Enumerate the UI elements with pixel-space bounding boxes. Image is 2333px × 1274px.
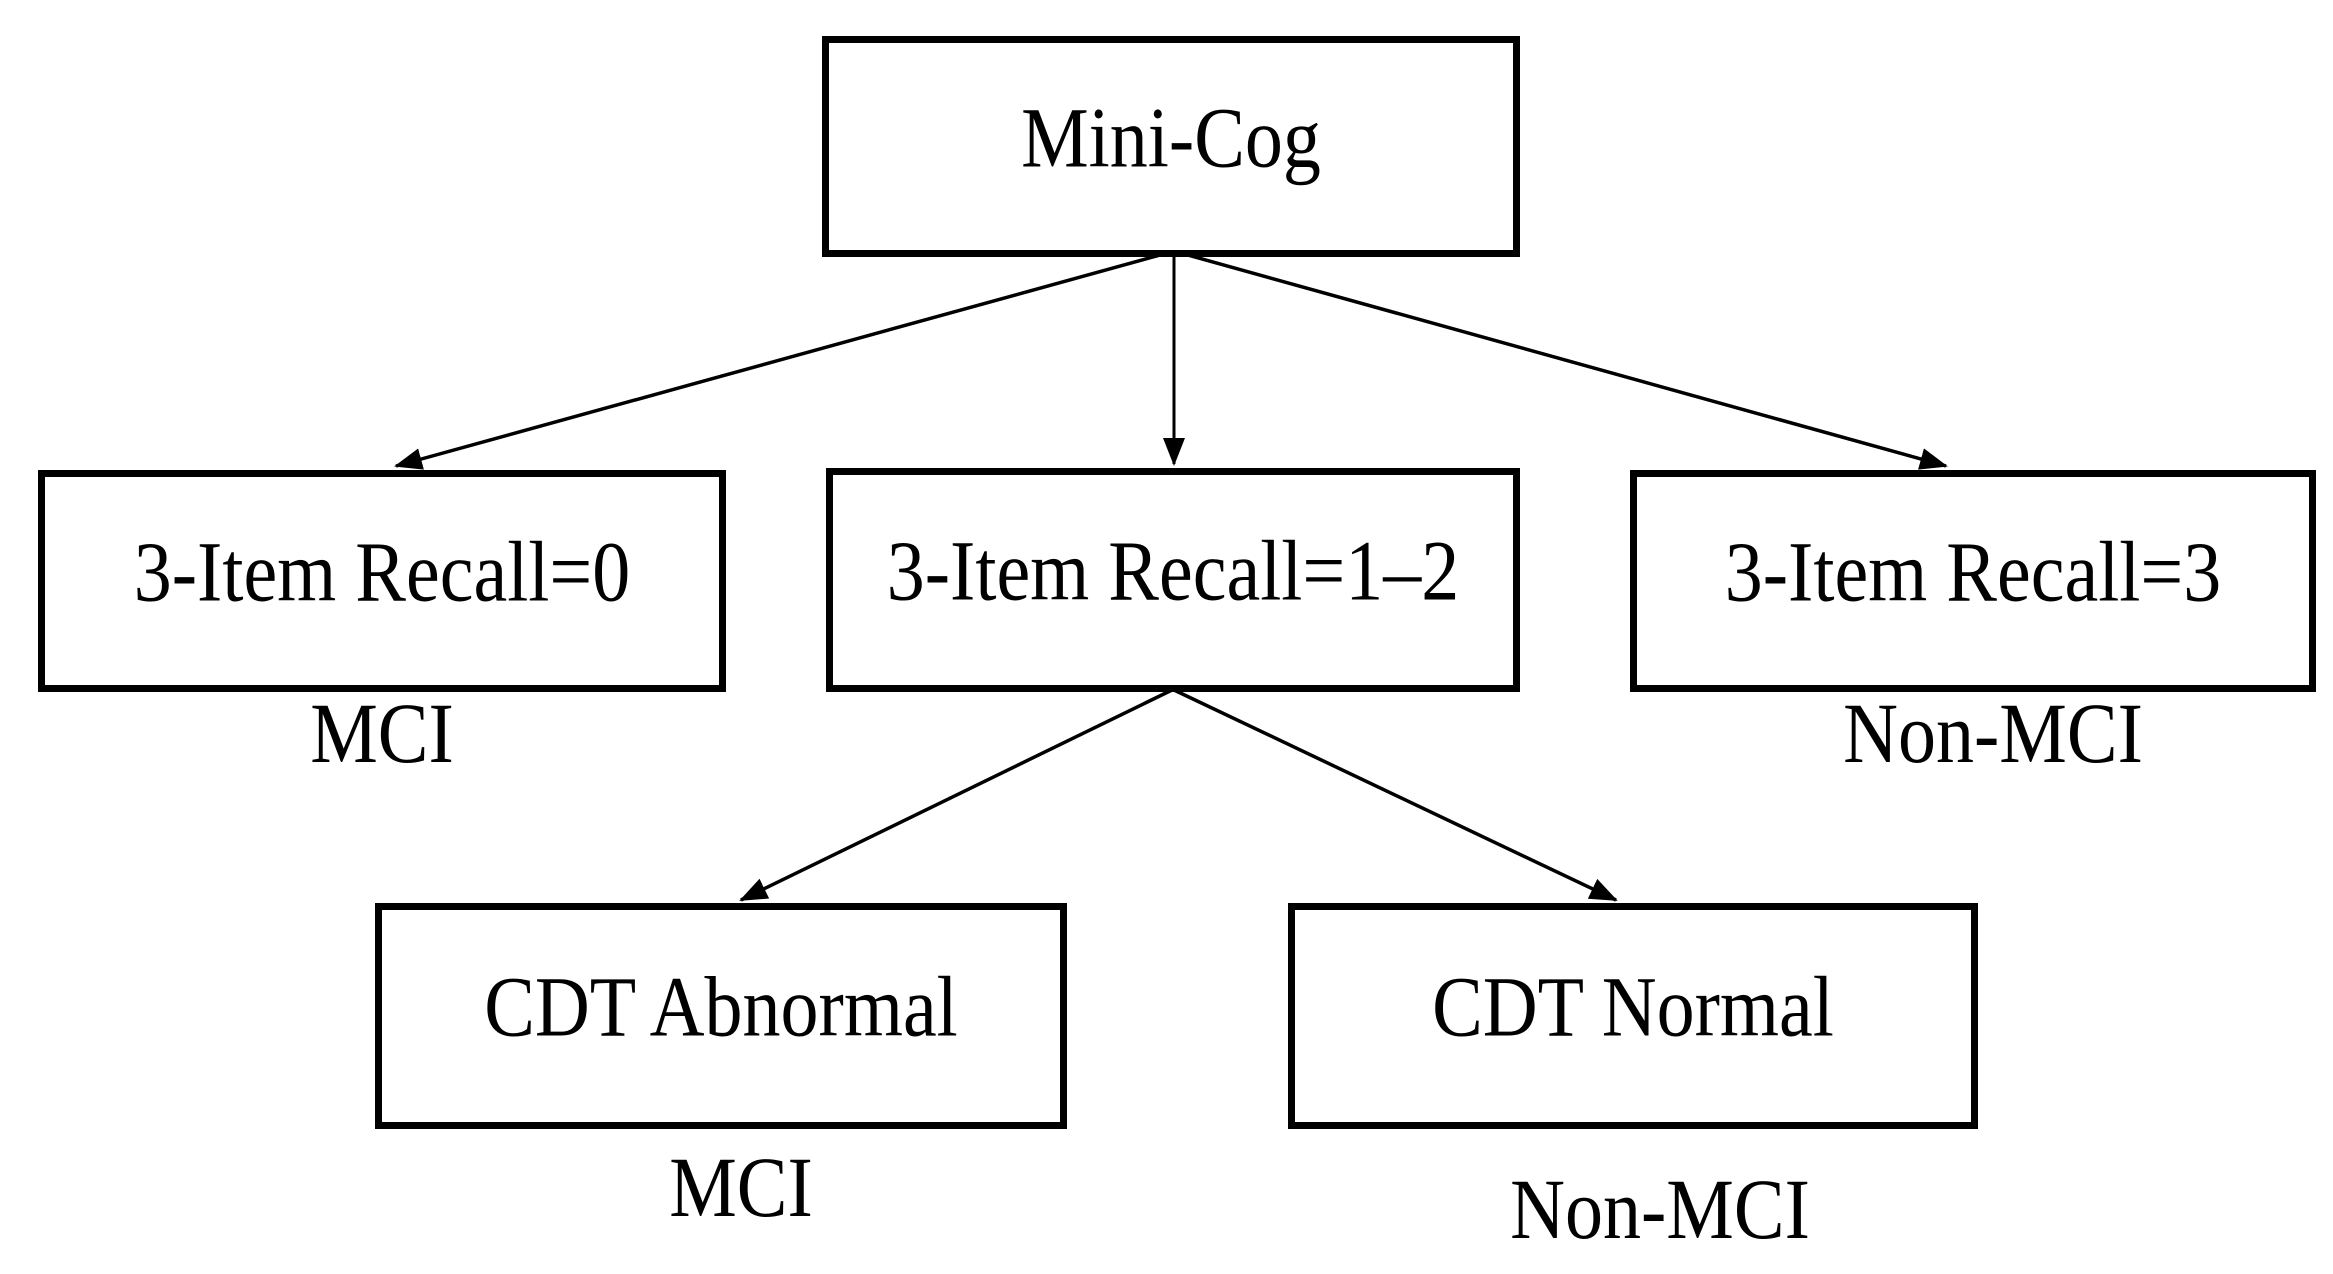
node-cdt-normal: CDT Normal (1288, 903, 1978, 1129)
node-recall-0: 3-Item Recall=0 (38, 470, 726, 692)
node-recall-3-label: 3-Item Recall=3 (1724, 524, 2222, 620)
node-cdt-abnormal: CDT Abnormal (375, 903, 1067, 1129)
outcome-label-non-mci-recall-3: Non-MCI (1843, 686, 2143, 782)
outcome-label-mci-cdt-abnormal: MCI (669, 1140, 813, 1236)
node-cdt-normal-label: CDT Normal (1432, 959, 1834, 1055)
node-mini-cog: Mini-Cog (822, 36, 1520, 257)
outcome-label-mci-recall-0: MCI (310, 686, 454, 782)
node-recall-1-2: 3-Item Recall=1–2 (826, 468, 1520, 692)
node-mini-cog-label: Mini-Cog (1021, 90, 1321, 185)
arrow-recall-1-2-to-cdt-normal (1173, 688, 1618, 902)
arrow-mini-cog-to-recall-3 (1176, 250, 1948, 470)
arrow-mini-cog-to-recall-0 (394, 250, 1172, 470)
outcome-label-non-mci-cdt-normal: Non-MCI (1510, 1162, 1810, 1258)
node-cdt-abnormal-label: CDT Abnormal (484, 959, 958, 1055)
node-recall-1-2-label: 3-Item Recall=1–2 (886, 523, 1460, 619)
node-recall-0-label: 3-Item Recall=0 (133, 524, 631, 620)
node-recall-3: 3-Item Recall=3 (1630, 470, 2316, 692)
arrow-recall-1-2-to-cdt-abnormal (739, 688, 1173, 902)
